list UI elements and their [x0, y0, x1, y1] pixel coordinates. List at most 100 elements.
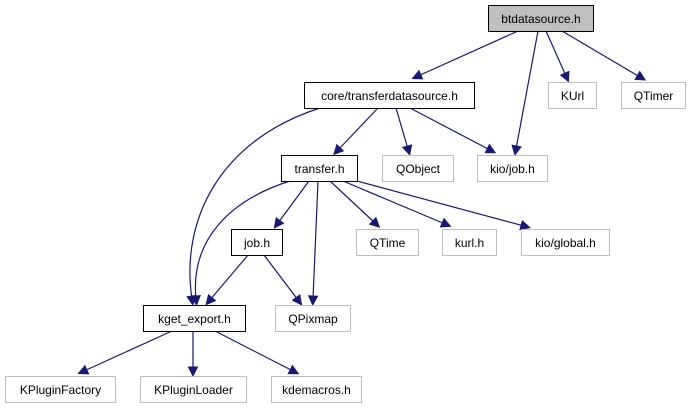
- edge-job-to-kget_export: [205, 254, 249, 306]
- node-box: [442, 229, 497, 256]
- node-box: [477, 155, 548, 182]
- arrowhead-icon: [519, 219, 531, 231]
- edge-job-to-QPixmap: [263, 254, 303, 306]
- node-label: kurl.h: [455, 236, 484, 250]
- arrowhead-icon: [190, 295, 201, 307]
- edge-line: [194, 180, 291, 300]
- arrowhead-icon: [291, 294, 303, 306]
- arrowhead-icon: [77, 364, 90, 375]
- arrowhead-icon: [307, 295, 319, 307]
- arrowhead-icon: [401, 144, 413, 156]
- edge-transfer-to-kurl: [342, 180, 452, 228]
- edge-line: [342, 180, 446, 225]
- node-kioglobal: kio/global.h: [521, 229, 610, 256]
- edge-transfer-to-job: [273, 180, 310, 229]
- node-box: [382, 155, 454, 182]
- edge-transfer-to-QPixmap: [307, 180, 319, 307]
- node-box: [5, 376, 116, 403]
- node-btdatasource[interactable]: btdatasource.h: [488, 5, 594, 32]
- arrowhead-icon: [273, 217, 285, 229]
- node-QTime: QTime: [356, 229, 419, 256]
- node-label: kio/global.h: [535, 236, 596, 250]
- edge-transferdatasource-to-kget_export: [186, 107, 321, 307]
- node-box: [621, 82, 686, 109]
- node-kget_export[interactable]: kget_export.h: [143, 305, 246, 332]
- edge-line: [329, 180, 376, 224]
- node-label: QTime: [370, 236, 406, 250]
- node-label: KPluginFactory: [20, 383, 101, 397]
- node-label: KPluginLoader: [154, 383, 233, 397]
- edge-kget_export-to-KPluginFactory: [77, 330, 173, 375]
- node-label: QPixmap: [288, 312, 338, 326]
- node-label: job.h: [243, 236, 270, 250]
- node-box: [271, 376, 362, 403]
- arrowhead-icon: [411, 69, 424, 80]
- edge-transferdatasource-to-QObject: [395, 107, 413, 156]
- edge-line: [545, 30, 567, 77]
- arrowhead-icon: [333, 143, 345, 156]
- node-KUrl: KUrl: [548, 82, 597, 109]
- arrowhead-icon: [287, 364, 300, 375]
- edge-line: [189, 107, 321, 300]
- node-kdemacros: kdemacros.h: [271, 376, 362, 403]
- arrowhead-icon: [205, 293, 217, 306]
- edge-kget_export-to-KPluginLoader: [187, 331, 199, 378]
- node-QObject: QObject: [382, 155, 454, 182]
- node-label: core/transferdatasource.h: [321, 89, 458, 103]
- node-KPluginLoader: KPluginLoader: [140, 376, 247, 403]
- edge-transferdatasource-to-kiojob: [409, 107, 497, 154]
- edge-line: [312, 180, 319, 300]
- edge-transferdatasource-to-transfer: [333, 107, 379, 156]
- node-label: QObject: [396, 162, 441, 176]
- edge-transfer-to-kget_export: [190, 180, 291, 307]
- node-QTimer: QTimer: [621, 82, 686, 109]
- edge-btdatasource-to-kiojob: [511, 30, 539, 156]
- edge-btdatasource-to-QTimer: [561, 30, 647, 81]
- edge-transfer-to-kioglobal: [356, 180, 531, 231]
- arrowhead-icon: [187, 366, 199, 378]
- node-label: kget_export.h: [158, 312, 231, 326]
- edge-line: [356, 180, 525, 227]
- arrowhead-icon: [484, 143, 497, 154]
- node-box: [281, 155, 358, 182]
- edge-line: [209, 254, 249, 301]
- edge-line: [277, 180, 310, 224]
- node-job[interactable]: job.h: [231, 229, 283, 256]
- node-box: [143, 305, 246, 332]
- edge-line: [83, 330, 173, 372]
- node-box: [275, 305, 351, 332]
- arrowhead-icon: [439, 217, 452, 228]
- node-kiojob: kio/job.h: [477, 155, 548, 182]
- edge-line: [409, 107, 491, 151]
- node-label: transfer.h: [294, 162, 344, 176]
- node-box: [304, 82, 475, 109]
- node-box: [140, 376, 247, 403]
- edge-line: [337, 107, 379, 151]
- node-KPluginFactory: KPluginFactory: [5, 376, 116, 403]
- node-box: [488, 5, 594, 32]
- node-label: btdatasource.h: [501, 12, 580, 26]
- arrowhead-icon: [634, 70, 647, 81]
- edge-line: [395, 107, 409, 150]
- node-box: [548, 82, 597, 109]
- node-transferdatasource[interactable]: core/transferdatasource.h: [304, 82, 475, 109]
- node-box: [356, 229, 419, 256]
- arrowhead-icon: [559, 70, 570, 83]
- edge-line: [263, 254, 299, 301]
- node-QPixmap: QPixmap: [275, 305, 351, 332]
- node-label: kio/job.h: [490, 162, 535, 176]
- edge-line: [417, 30, 519, 77]
- node-box: [231, 229, 283, 256]
- edge-line: [561, 30, 641, 78]
- node-label: KUrl: [561, 89, 584, 103]
- edge-transfer-to-QTime: [329, 180, 381, 228]
- node-transfer[interactable]: transfer.h: [281, 155, 358, 182]
- arrowhead-icon: [511, 144, 522, 156]
- node-kurl: kurl.h: [442, 229, 497, 256]
- node-label: kdemacros.h: [282, 383, 351, 397]
- edge-btdatasource-to-KUrl: [545, 30, 570, 83]
- node-label: QTimer: [634, 89, 674, 103]
- arrowhead-icon: [368, 216, 381, 228]
- node-box: [521, 229, 610, 256]
